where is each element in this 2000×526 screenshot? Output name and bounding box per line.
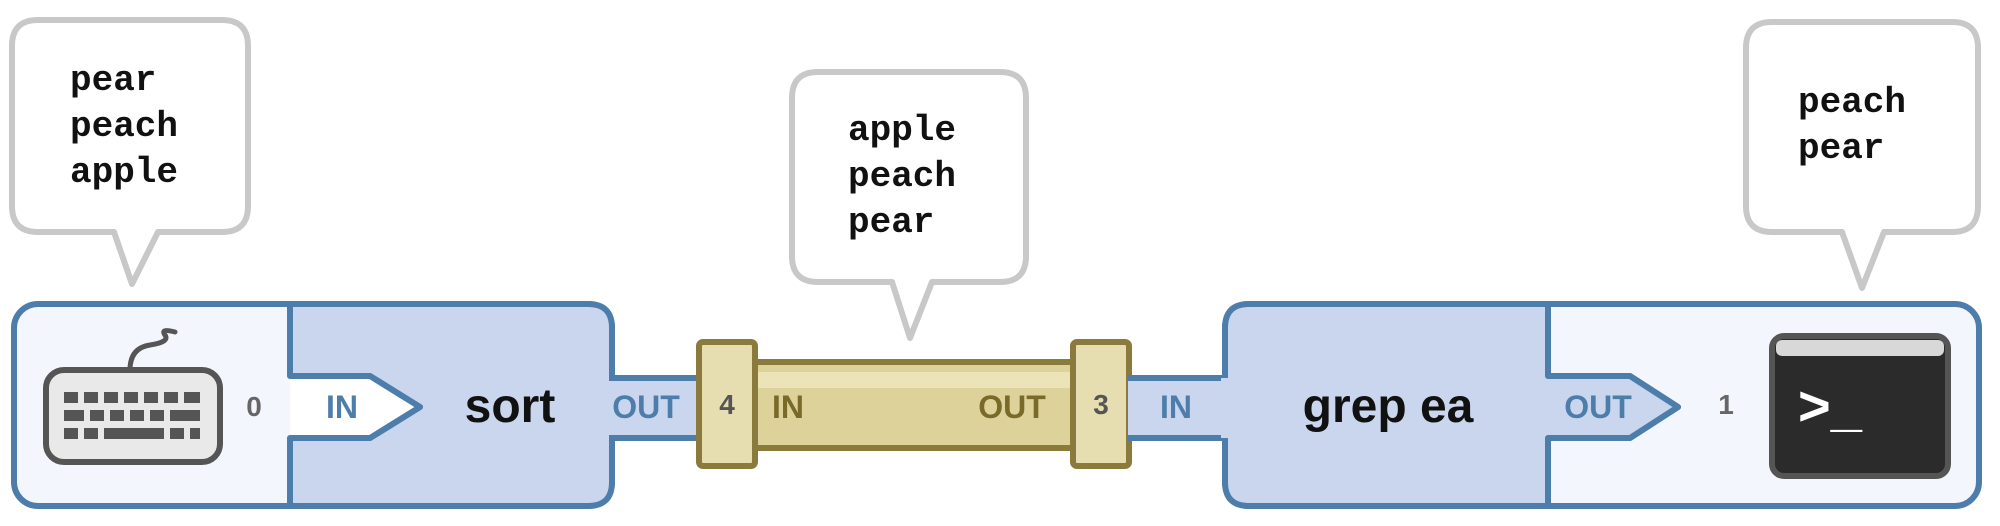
sort-in-label: IN: [326, 389, 358, 425]
sort-out-label: OUT: [612, 389, 680, 425]
grep-out-label: OUT: [1564, 389, 1632, 425]
output-line-2: pear: [1798, 128, 1884, 169]
stdout-fd-label: 1: [1718, 389, 1734, 420]
input-line-1: pear: [70, 60, 156, 101]
sort-process-box: [287, 301, 615, 509]
sort-out-stub: [609, 378, 699, 438]
terminal-icon: >_: [1769, 333, 1951, 479]
sort-command-label: sort: [465, 380, 556, 433]
input-line-2: peach: [70, 106, 178, 147]
terminal-prompt: >_: [1798, 374, 1863, 437]
pipe-right-fd: 3: [1093, 389, 1109, 420]
svg-text:apple peach pear: apple peach pear: [848, 110, 978, 243]
pipe-out-label: OUT: [978, 389, 1046, 425]
pipe-left-fd: 4: [719, 389, 735, 420]
pipe-in-label: IN: [772, 389, 804, 425]
pipe-line-1: apple: [848, 110, 956, 151]
keyboard-icon: [43, 328, 223, 465]
pipe-left-cap: [696, 339, 758, 469]
output-bubble: peach pear: [1743, 19, 1981, 291]
input-bubble: pear peach apple: [9, 17, 251, 287]
pipe-line-3: pear: [848, 202, 934, 243]
grep-out-arrow: [1548, 373, 1681, 441]
output-line-1: peach: [1798, 82, 1906, 123]
sort-in-arrow: [290, 373, 423, 441]
pipe: 4 3 IN OUT: [696, 339, 1132, 469]
grep-out-stub: [1128, 378, 1228, 438]
stdin-fd-label: 0: [246, 391, 262, 422]
svg-text:peach pear: peach pear: [1798, 82, 1928, 169]
pipe-bubble: apple peach pear: [789, 69, 1029, 341]
grep-in-label: IN: [1160, 389, 1192, 425]
pipe-line-2: peach: [848, 156, 956, 197]
input-line-3: apple: [70, 152, 178, 193]
grep-command-label: grep ea: [1303, 380, 1474, 433]
svg-text:pear peach apple: pear peach apple: [70, 60, 200, 193]
